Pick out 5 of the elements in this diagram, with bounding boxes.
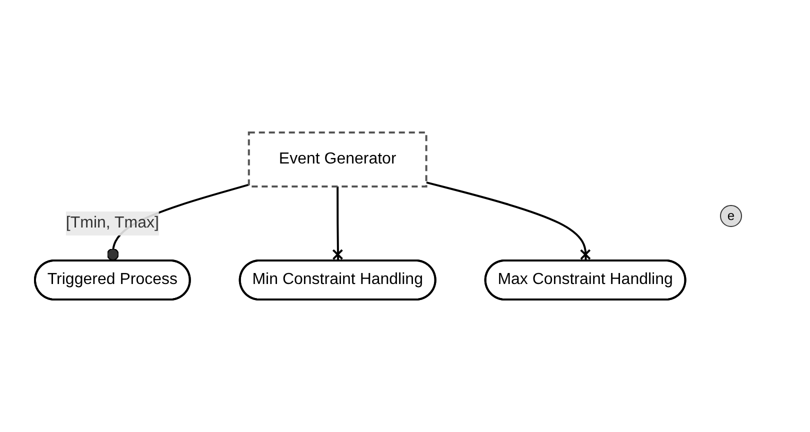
edge-label: [Tmin, Tmax] [66,214,159,232]
node-box: Event Generator [248,132,428,188]
connector [332,186,344,262]
connector [426,181,591,262]
event-marker-label: e [720,205,742,227]
